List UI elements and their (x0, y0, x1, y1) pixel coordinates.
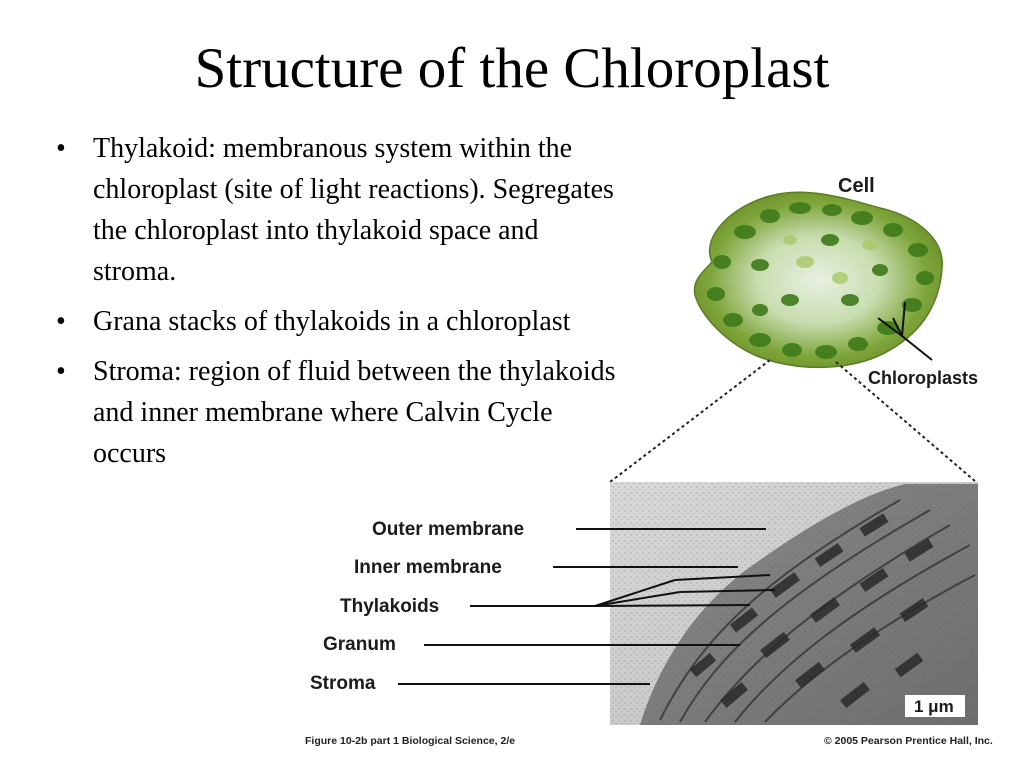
label-stroma: Stroma (310, 673, 376, 694)
bullet-item-grana: •Grana stacks of thylakoids in a chlorop… (56, 301, 624, 342)
zoom-lines (609, 359, 977, 483)
bullet-item-stroma: •Stroma: region of fluid between the thy… (56, 351, 624, 474)
chloroplasts-label: Chloroplasts (868, 368, 978, 388)
label-thylakoids: Thylakoids (340, 596, 439, 617)
slide-title: Structure of the Chloroplast (194, 37, 830, 100)
scale-bar-label: 1 μm (914, 697, 954, 716)
label-inner-membrane: Inner membrane (354, 557, 502, 578)
cell-label: Cell (838, 175, 875, 197)
label-outer-membrane: Outer membrane (372, 519, 524, 540)
bullet-list: •Thylakoid: membranous system within the… (56, 128, 624, 483)
chloroplast-micrograph: 1 μm (610, 482, 978, 725)
bullet-item-thylakoid: •Thylakoid: membranous system within the… (56, 128, 624, 292)
bullet-dot: • (56, 356, 66, 387)
figure-caption: Figure 10-2b part 1 Biological Science, … (305, 735, 515, 747)
label-leader-lines (398, 528, 776, 685)
bullet-dot: • (56, 133, 66, 164)
copyright-notice: © 2005 Pearson Prentice Hall, Inc. (824, 735, 993, 747)
bullet-dot: • (56, 306, 66, 337)
cell-image (693, 191, 943, 369)
chloroplasts-pointer-lines (877, 301, 933, 361)
label-granum: Granum (323, 634, 396, 655)
